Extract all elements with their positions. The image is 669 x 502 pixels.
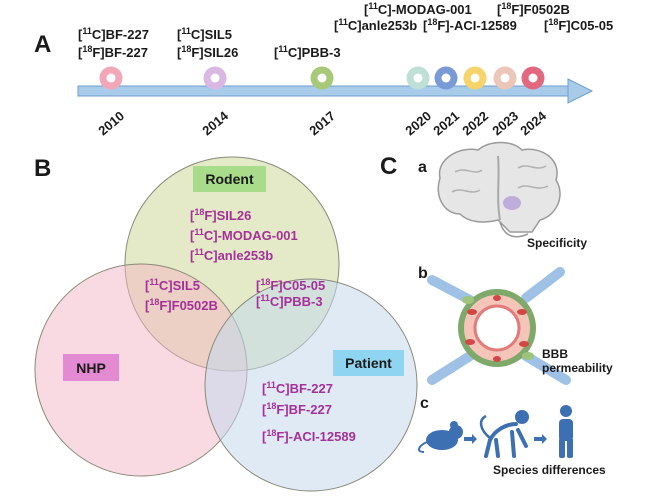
human-icon xyxy=(559,405,573,458)
venn-tracer: [11C]SIL5 xyxy=(145,277,200,293)
rodent-tag: Rodent xyxy=(193,166,266,192)
tracer-label: [18F]BF-227 xyxy=(78,44,148,60)
venn-tracer: [11C]anle253b xyxy=(190,247,273,263)
patient-circle xyxy=(204,278,418,492)
rodent-only-region: [18F]SIL26 [11C]-MODAG-001 [11C]anle253b xyxy=(190,207,298,263)
venn-tracer: [11C]PBB-3 xyxy=(256,293,323,309)
marker-2024 xyxy=(521,66,545,90)
monkey-icon xyxy=(479,410,529,458)
nhp-patient-region: [11C]BF-227 [18F]BF-227 [18F]-ACI-12589 xyxy=(262,380,356,444)
marker-2020 xyxy=(406,66,430,90)
rodent-patient-region: [18F]C05-05 [11C]PBB-3 xyxy=(256,277,325,309)
year-label: 2020 xyxy=(402,108,434,138)
sub-letter-b: b xyxy=(418,265,428,282)
year-label: 2023 xyxy=(489,108,521,138)
marker-2014 xyxy=(203,66,227,90)
marker-2023 xyxy=(493,66,517,90)
panel-letter-c: C xyxy=(380,153,397,180)
patient-tag-label: Patient xyxy=(345,355,392,371)
arrow-icon xyxy=(464,434,477,444)
brain-icon xyxy=(437,141,561,238)
venn-tracer: [18F]-ACI-12589 xyxy=(262,428,356,444)
year-label: 2024 xyxy=(517,108,549,139)
tracer-label: [11C]SIL5 xyxy=(177,26,232,42)
year-label: 2022 xyxy=(459,108,491,138)
bbb-caption-line1: BBB xyxy=(542,347,568,361)
bbb-caption-line2: permeability xyxy=(542,361,613,375)
sub-letter-a: a xyxy=(418,159,427,176)
year-label: 2017 xyxy=(306,108,338,138)
mouse-icon xyxy=(418,421,463,453)
rodent-nhp-region: [11C]SIL5 [18F]F0502B xyxy=(145,277,218,313)
tracer-label: [11C]PBB-3 xyxy=(274,44,341,60)
venn-tracer: [18F]BF-227 xyxy=(262,401,332,417)
venn-tracer: [11C]-MODAG-001 xyxy=(190,227,298,243)
blood-vessel-icon xyxy=(427,267,571,385)
timeline-tracer-labels: [11C]BF-227 [18F]BF-227 [11C]SIL5 [18F]S… xyxy=(78,1,613,60)
tracer-label: [11C]-MODAG-001 xyxy=(364,1,472,17)
timeline-markers xyxy=(99,66,545,90)
species-caption: Species differences xyxy=(493,463,606,477)
nhp-tag-label: NHP xyxy=(76,360,106,376)
venn-tracer: [11C]BF-227 xyxy=(262,380,333,396)
marker-2021 xyxy=(434,66,458,90)
tracer-label: [11C]BF-227 xyxy=(78,26,149,42)
venn-tracer: [18F]F0502B xyxy=(145,297,218,313)
year-labels: 2010 2014 2017 2020 2021 2022 2023 2024 xyxy=(95,108,549,139)
marker-2010 xyxy=(99,66,123,90)
rodent-tag-label: Rodent xyxy=(205,171,254,187)
tracer-label: [18F]-ACI-12589 xyxy=(423,17,517,33)
venn-tracer: [18F]C05-05 xyxy=(256,277,325,293)
sub-letter-c: c xyxy=(420,395,429,412)
panel-letter-b: B xyxy=(34,155,51,182)
nhp-tag: NHP xyxy=(63,354,119,381)
arrow-icon xyxy=(534,434,547,444)
patient-tag: Patient xyxy=(333,350,404,376)
tracer-label: [18F]F0502B xyxy=(497,1,570,17)
year-label: 2010 xyxy=(95,108,127,138)
year-label: 2021 xyxy=(430,108,462,138)
marker-2022 xyxy=(463,66,487,90)
year-label: 2014 xyxy=(199,108,231,139)
tracer-label: [18F]C05-05 xyxy=(544,17,613,33)
panel-letter-a: A xyxy=(34,31,51,58)
marker-2017 xyxy=(310,66,334,90)
venn-tracer: [18F]SIL26 xyxy=(190,207,251,223)
tracer-label: [18F]SIL26 xyxy=(177,44,238,60)
venn-diagram xyxy=(34,156,418,492)
specificity-caption: Specificity xyxy=(527,236,587,250)
tracer-label: [11C]anle253b xyxy=(334,17,417,33)
